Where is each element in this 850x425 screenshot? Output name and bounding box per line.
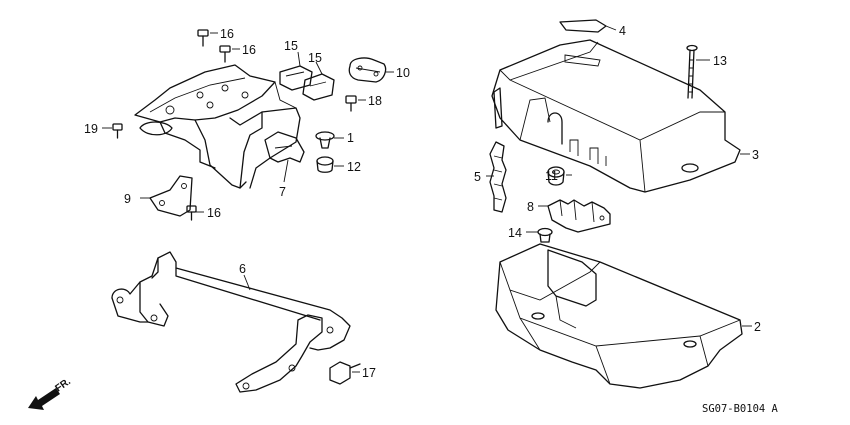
callout-6: 6 [239,262,246,276]
callout-4: 4 [619,24,626,38]
part-8-terminal-plate [547,199,611,233]
bolt-19 [112,123,123,139]
upper-bracket-assembly [134,64,301,189]
part-10-clip [348,57,387,83]
callout-14: 14 [508,226,522,240]
part-4-tab [559,19,607,33]
part-14-bolt [537,227,553,243]
part-5-strip [489,141,507,213]
bolt-16-top [197,29,209,47]
callout-15-right: 15 [308,51,322,65]
part-2-box-base [495,243,743,389]
callout-5: 5 [474,170,481,184]
part-13-bolt [686,44,698,99]
callout-8: 8 [527,200,534,214]
part-12-grommet [316,156,334,173]
part-11-grommet [547,166,565,186]
bolt-16-lower [186,205,197,221]
bolt-18 [345,95,357,112]
part-7-bracket [264,131,305,163]
callout-16-lower: 16 [207,206,221,220]
bolt-16-second [219,45,231,63]
part-15-clips [279,65,335,101]
front-direction-arrow: FR. [28,376,73,410]
leader-lines [102,25,752,373]
callout-9: 9 [124,192,131,206]
callout-2: 2 [754,320,761,334]
callout-11: 11 [545,169,558,183]
callout-3: 3 [752,148,759,162]
callout-labels: 16 16 15 15 10 18 1 12 19 9 16 7 6 17 4 … [84,24,761,380]
callout-12: 12 [347,160,361,174]
callout-15-left: 15 [284,39,298,53]
callout-1: 1 [347,131,354,145]
callout-13: 13 [713,54,727,68]
callout-16-second: 16 [242,43,256,57]
callout-16-top: 16 [220,27,234,41]
callout-17: 17 [362,366,376,380]
part-3-box-cover [491,39,741,193]
callout-10: 10 [396,66,410,80]
bolt-17 [329,361,361,385]
callout-7: 7 [279,185,286,199]
callout-18: 18 [368,94,382,108]
drawing-code: SG07-B0104 A [702,403,779,415]
part-6-long-bracket [111,251,351,393]
part-9-bracket [149,175,193,217]
part-1-fastener [315,131,335,149]
callout-19: 19 [84,122,98,136]
